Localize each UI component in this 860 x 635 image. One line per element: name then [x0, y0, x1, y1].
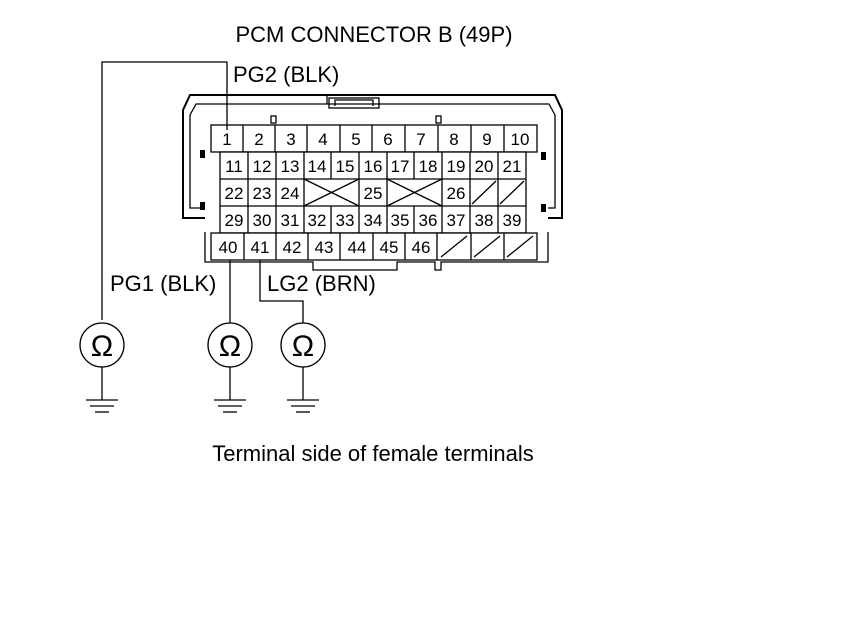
probe-lg2: LG2 (BRN) Ω [259, 260, 376, 413]
empty-cavity-slash [473, 235, 501, 258]
pin-44: 44 [348, 238, 367, 257]
pin-3: 3 [286, 130, 295, 149]
empty-cavity-slash [499, 180, 525, 205]
pin-41: 41 [251, 238, 270, 257]
ohm-icon: Ω [219, 330, 241, 363]
pin-29: 29 [225, 211, 244, 230]
pin-35: 35 [391, 211, 410, 230]
ground-icon [86, 367, 118, 413]
pin-25: 25 [364, 184, 383, 203]
pin-23: 23 [253, 184, 272, 203]
pin-row-5: 40 41 42 43 44 45 46 [210, 232, 538, 261]
pin-21: 21 [503, 157, 522, 176]
pin-9: 9 [482, 130, 491, 149]
pin-43: 43 [315, 238, 334, 257]
pin-6: 6 [383, 130, 392, 149]
pin-34: 34 [364, 211, 383, 230]
connector-body [182, 94, 563, 271]
pin-45: 45 [380, 238, 399, 257]
pin-19: 19 [447, 157, 466, 176]
pin-row-1: 1 2 3 4 5 6 7 8 9 10 [210, 124, 538, 153]
empty-cavity-slash [506, 235, 534, 258]
probe-pg1-label: PG1 (BLK) [110, 271, 216, 296]
pin-46: 46 [412, 238, 431, 257]
pin-37: 37 [447, 211, 466, 230]
pin-18: 18 [419, 157, 438, 176]
blanked-cavity-x-2 [386, 178, 443, 207]
pin-10: 10 [511, 130, 530, 149]
pin-39: 39 [503, 211, 522, 230]
pin-17: 17 [391, 157, 410, 176]
pin-5: 5 [351, 130, 360, 149]
pin-8: 8 [449, 130, 458, 149]
ohm-icon: Ω [292, 330, 314, 363]
probe-lg2-label: LG2 (BRN) [267, 271, 376, 296]
ground-icon [214, 367, 246, 413]
blanked-cavity-x-1 [303, 178, 360, 207]
pin-12: 12 [253, 157, 272, 176]
pin-31: 31 [281, 211, 300, 230]
probe-pg2-label: PG2 (BLK) [233, 62, 339, 87]
pin-22: 22 [225, 184, 244, 203]
pin-15: 15 [336, 157, 355, 176]
empty-cavity-slash [440, 235, 468, 258]
pin-1: 1 [222, 130, 231, 149]
diagram-title: PCM CONNECTOR B (49P) [235, 22, 512, 47]
ohm-icon: Ω [91, 330, 113, 363]
pin-14: 14 [308, 157, 327, 176]
pin-block-middle: 11 12 13 14 15 16 17 18 19 20 21 22 23 2… [219, 151, 527, 234]
empty-cavity-slash [471, 180, 497, 205]
pin-7: 7 [416, 130, 425, 149]
probe-pg1: PG1 (BLK) Ω [110, 260, 253, 413]
pin-36: 36 [419, 211, 438, 230]
pin-26: 26 [447, 184, 466, 203]
pin-24: 24 [281, 184, 300, 203]
pin-2: 2 [254, 130, 263, 149]
diagram-caption: Terminal side of female terminals [212, 441, 534, 466]
pin-11: 11 [225, 157, 243, 176]
pin-32: 32 [308, 211, 327, 230]
pin-16: 16 [364, 157, 383, 176]
pin-4: 4 [318, 130, 327, 149]
ground-icon [287, 367, 319, 413]
pin-38: 38 [475, 211, 494, 230]
pin-20: 20 [475, 157, 494, 176]
pin-33: 33 [336, 211, 355, 230]
pin-40: 40 [219, 238, 238, 257]
pin-13: 13 [281, 157, 300, 176]
pin-42: 42 [283, 238, 302, 257]
pin-30: 30 [253, 211, 272, 230]
probe-pg2: PG2 (BLK) Ω [79, 61, 339, 413]
